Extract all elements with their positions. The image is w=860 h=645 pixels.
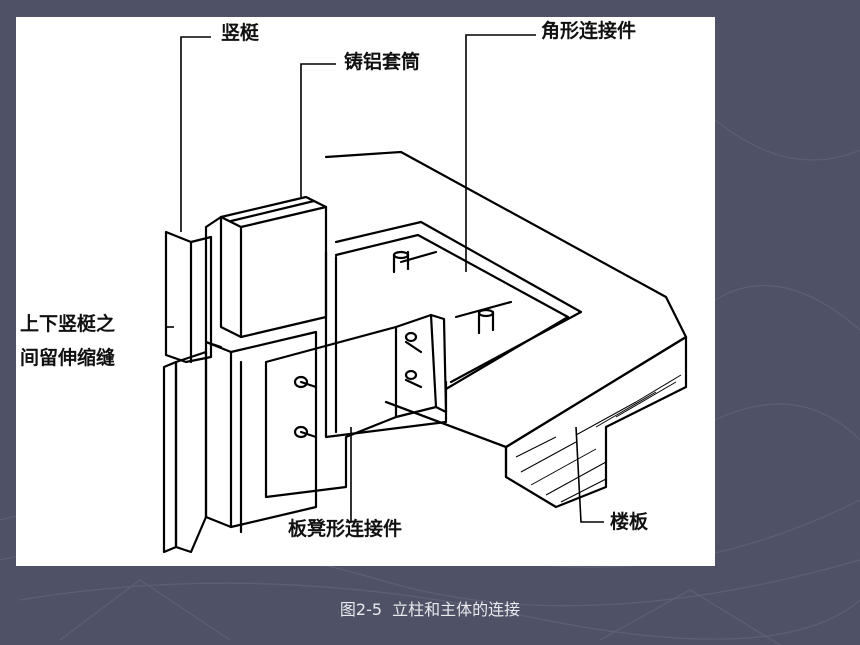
upper-mullion (164, 230, 213, 364)
caption-number: 2-5 (355, 600, 383, 619)
slab-top (324, 150, 688, 449)
label-floor-slab: 楼板 (610, 511, 649, 533)
label-angle-connector: 角形连接件 (541, 20, 637, 42)
caption-prefix: 图 (339, 600, 356, 619)
label-bench-connector: 板凳形连接件 (288, 518, 403, 540)
caption-text: 立柱和主体的连接 (392, 600, 521, 619)
lower-mullion (204, 330, 318, 529)
label-expansion-gap-line2: 间留伸缩缝 (20, 347, 116, 369)
bench-connector-plate (264, 325, 398, 499)
mullion-connection-drawing (162, 34, 688, 554)
figure-panel: 竖梃 铸铝套筒 角形连接件 上下竖梃之 间留伸缩缝 板凳形连接件 楼板 (16, 17, 715, 566)
label-mullion: 竖梃 (221, 22, 260, 44)
label-expansion-gap-line1: 上下竖梃之 (20, 313, 116, 335)
label-cast-aluminum-sleeve: 铸铝套筒 (344, 51, 421, 73)
figure-caption: 图2-5 立柱和主体的连接 (0, 596, 860, 620)
aluminum-sleeve (219, 195, 328, 339)
slab-section (504, 335, 688, 509)
